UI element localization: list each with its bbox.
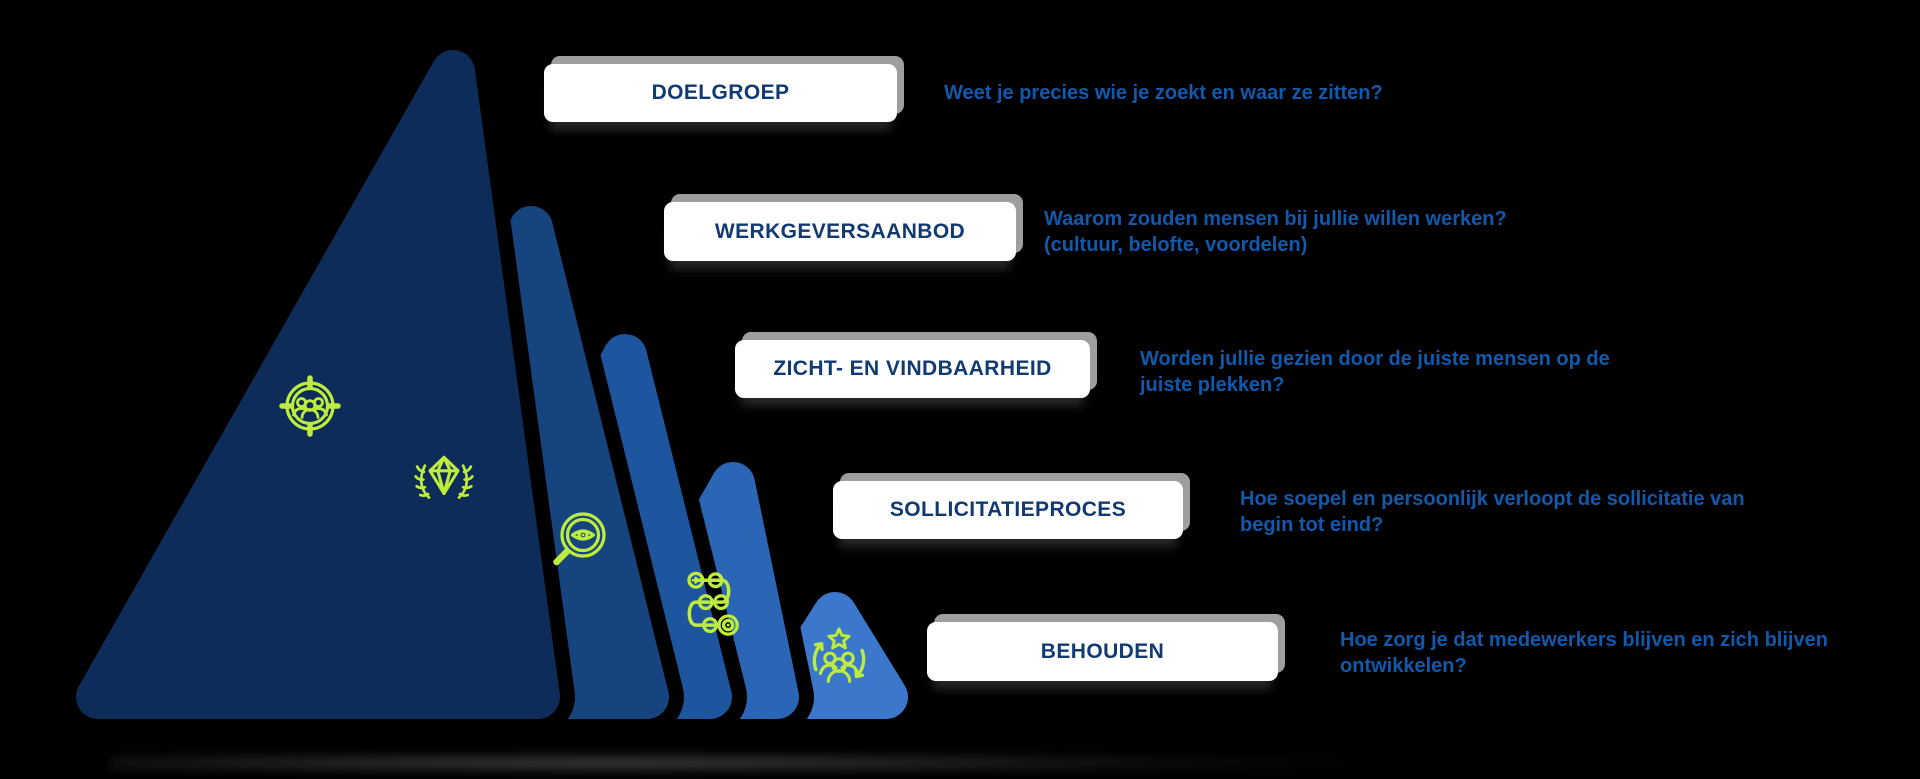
ground-shadow: [110, 750, 1360, 776]
description-line: Weet je precies wie je zoekt en waar ze …: [944, 82, 1383, 104]
level-3-label: ZICHT- EN VINDBAARHEID: [773, 357, 1052, 380]
level-5-label: BEHOUDEN: [1040, 639, 1165, 663]
level-1-label: DOELGROEP: [651, 81, 790, 104]
diamond-laurel-icon: [414, 455, 474, 499]
people-glyph: [292, 397, 328, 419]
level-2-label: WERKGEVERSAANBOD: [714, 219, 966, 243]
people-glyph: [818, 651, 860, 683]
process-route-icon: [687, 571, 739, 636]
route-nodes: [687, 571, 739, 636]
description-line: juiste plekken?: [1140, 374, 1285, 396]
laurel-right: [457, 464, 474, 499]
eye-magnifier-icon: [553, 512, 606, 566]
description-line: Hoe soepel en persoonlijk verloopt de so…: [1240, 488, 1745, 510]
level-2-description: Waarom zouden mensen bij jullie willen w…: [1044, 206, 1507, 258]
description-line: begin tot eind?: [1240, 514, 1384, 536]
description-line: Hoe zorg je dat medewerkers blijven en z…: [1340, 629, 1828, 651]
level-3-description: Worden jullie gezien door de juiste mens…: [1140, 346, 1610, 398]
level-4-description: Hoe soepel en persoonlijk verloopt de so…: [1240, 486, 1745, 538]
level-1-label-box: DOELGROEP: [544, 64, 897, 122]
level-3-label-box: ZICHT- EN VINDBAARHEID: [735, 340, 1090, 398]
level-5-label-box: BEHOUDEN: [927, 622, 1278, 681]
level-4-label: SOLLICITATIEPROCES: [889, 498, 1127, 521]
target-audience-icon: [279, 375, 341, 437]
level-1-description: Weet je precies wie je zoekt en waar ze …: [944, 80, 1383, 106]
level-5-description: Hoe zorg je dat medewerkers blijven en z…: [1340, 627, 1828, 679]
people-retention-icon: [812, 627, 866, 683]
description-line: (cultuur, belofte, voordelen): [1044, 234, 1308, 256]
laurel-left: [414, 464, 431, 499]
level-2-label-box: WERKGEVERSAANBOD: [664, 202, 1016, 261]
level-4-label-box: SOLLICITATIEPROCES: [833, 481, 1183, 539]
description-line: Worden jullie gezien door de juiste mens…: [1140, 348, 1610, 370]
description-line: Waarom zouden mensen bij jullie willen w…: [1044, 208, 1507, 230]
description-line: ontwikkelen?: [1340, 655, 1467, 677]
